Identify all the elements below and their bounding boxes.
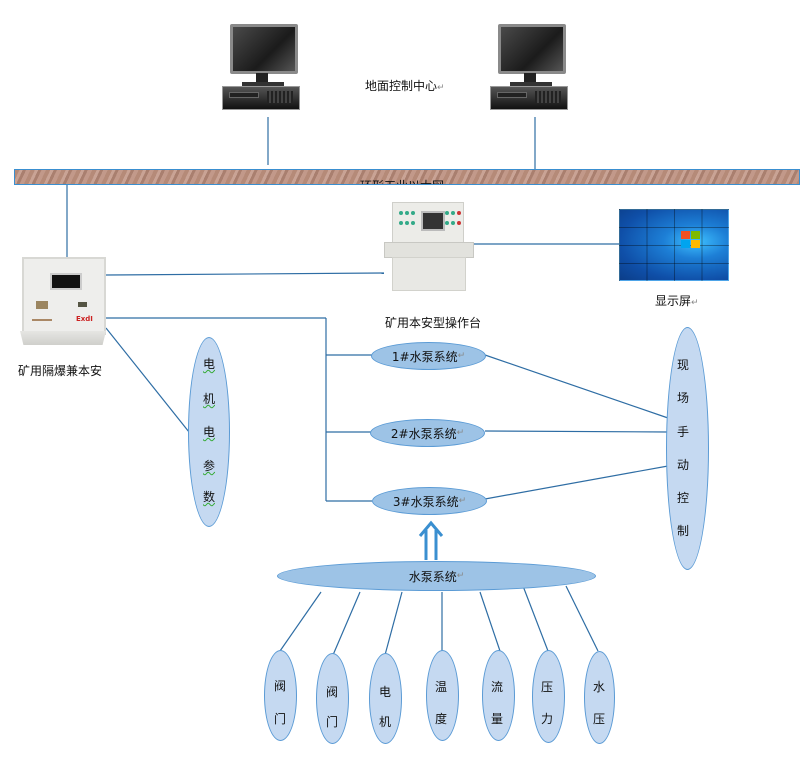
sensor-char: 压: [541, 680, 554, 694]
motor-params-char: 机: [203, 392, 216, 406]
motor-params-char: 参: [203, 459, 216, 473]
link-root-sensor-5: [479, 591, 501, 652]
console-screen-icon: [421, 211, 445, 231]
link-pump2-manual: [484, 430, 669, 433]
manual-control-char: 控: [677, 491, 690, 505]
pump-system-1: 1#水泵系统↵: [371, 342, 486, 370]
sensor-node: [482, 650, 515, 741]
sensor-char: 阀: [274, 679, 287, 693]
sensor-node: [264, 650, 297, 741]
manual-control-char: 制: [677, 524, 690, 538]
link-exbox-console: [105, 272, 385, 276]
link-root-sensor-3: [384, 591, 403, 656]
sensor-node: [426, 650, 459, 741]
motor-params-node: [188, 337, 230, 527]
link-root-sensor-6: [522, 585, 549, 652]
sensor-char: 温: [435, 680, 448, 694]
explosion-proof-box-label: 矿用隔爆兼本安: [18, 364, 103, 378]
manual-control-char: 现: [677, 358, 690, 372]
surface-center-label: 地面控制中心↵: [365, 79, 445, 93]
network-band: 环形工业以太网: [14, 169, 800, 185]
link-pump1-manual: [484, 354, 669, 419]
sensor-node: [316, 653, 349, 744]
link-root-sensor-1: [279, 591, 322, 652]
sensor-char: 量: [491, 712, 504, 726]
explosion-proof-box: ExdI: [20, 257, 106, 347]
sensor-char: 机: [379, 715, 392, 729]
computer-left: [220, 24, 300, 114]
sensor-char: 门: [274, 712, 287, 726]
display-screen: [619, 209, 729, 281]
sensor-char: 度: [435, 712, 448, 726]
sensor-char: 门: [326, 715, 339, 729]
network-band-label: 环形工业以太网: [360, 177, 444, 184]
desktop-tower-icon: [222, 86, 300, 110]
windows-logo-icon: [681, 231, 701, 249]
console-label: 矿用本安型操作台: [385, 316, 482, 330]
up-arrow-icon: [418, 520, 444, 560]
sensor-char: 力: [541, 712, 554, 726]
link-pump3-manual: [484, 465, 669, 500]
manual-control-char: 动: [677, 458, 690, 472]
led-display-icon: [50, 273, 82, 290]
sensor-char: 水: [593, 680, 606, 694]
desktop-tower-icon: [490, 86, 568, 110]
pump-system-2: 2#水泵系统↵: [370, 419, 485, 447]
computer-right: [488, 24, 568, 114]
sensor-char: 压: [593, 712, 606, 726]
motor-params-char: 数: [203, 490, 216, 504]
manual-control-node: [666, 327, 709, 570]
sensor-node: [532, 650, 565, 743]
operation-console: [384, 202, 474, 292]
sensor-char: 流: [491, 680, 504, 694]
pump-system-3: 3#水泵系统↵: [372, 487, 487, 515]
sensor-node: [369, 653, 402, 744]
monitor-icon: [498, 24, 566, 74]
pump-root-node: 水泵系统↵: [277, 561, 596, 591]
link-root-sensor-2: [332, 591, 361, 656]
sensor-char: 电: [379, 685, 392, 699]
display-label: 显示屏↵: [655, 294, 699, 308]
motor-params-char: 电: [203, 425, 216, 439]
monitor-icon: [230, 24, 298, 74]
manual-control-char: 手: [677, 425, 690, 439]
link-root-sensor-7: [565, 585, 599, 652]
motor-params-char: 电: [203, 357, 216, 371]
sensor-char: 阀: [326, 685, 339, 699]
link-exbox-motor: [105, 327, 190, 433]
manual-control-char: 场: [677, 391, 690, 405]
sensor-node: [584, 651, 615, 744]
